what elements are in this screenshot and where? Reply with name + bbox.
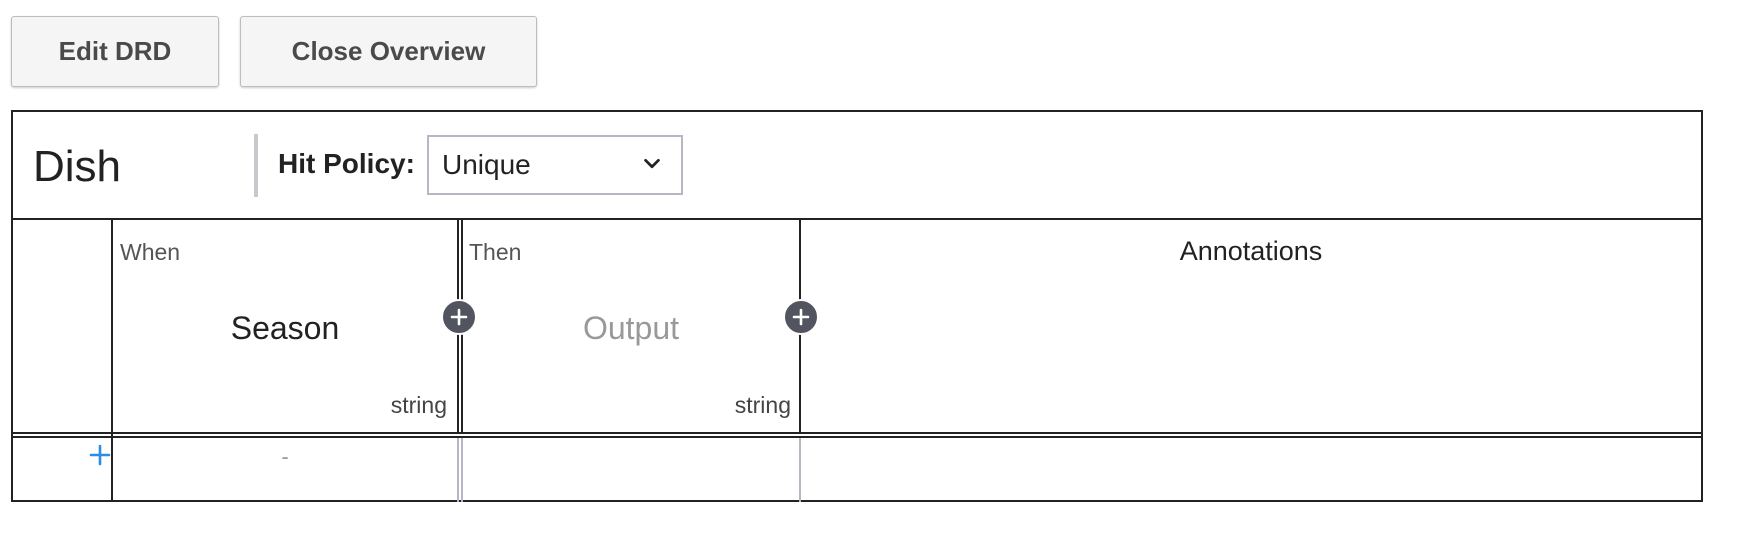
plus-circle-icon — [792, 308, 810, 326]
column-divider — [461, 438, 463, 502]
rule-output-cell[interactable] — [463, 444, 799, 484]
column-divider — [799, 438, 801, 502]
hit-policy-value: Unique — [442, 149, 531, 180]
rule-annotation-cell[interactable] — [801, 444, 1701, 484]
input-column-type[interactable]: string — [390, 392, 447, 418]
output-column-type[interactable]: string — [734, 392, 791, 418]
decision-table-header: Dish Hit Policy: Unique — [13, 112, 1701, 220]
annotations-column-title: Annotations — [1179, 236, 1323, 266]
chevron-down-icon — [644, 158, 660, 169]
add-output-column-button[interactable] — [783, 299, 819, 335]
decision-table: Dish Hit Policy: Unique When Season stri… — [11, 110, 1703, 502]
input-column-title[interactable]: Season — [230, 310, 340, 346]
decision-table-columns: When Season string Then Output string An… — [13, 220, 1701, 502]
output-column-title[interactable]: Output — [582, 310, 680, 346]
divider — [254, 134, 258, 197]
rule-input-cell[interactable]: - — [281, 444, 289, 469]
toolbar: Edit DRD Close Overview — [11, 16, 537, 87]
column-divider — [111, 220, 113, 502]
hit-policy-select[interactable]: Unique — [427, 135, 683, 195]
column-divider — [457, 438, 459, 502]
output-column-kind: Then — [469, 239, 522, 265]
plus-circle-icon — [450, 308, 468, 326]
edit-drd-button[interactable]: Edit DRD — [11, 16, 219, 87]
add-rule-plus-icon[interactable] — [87, 442, 113, 468]
decision-table-name[interactable]: Dish — [33, 142, 122, 191]
close-overview-button[interactable]: Close Overview — [240, 16, 537, 87]
header-separator — [13, 432, 1701, 438]
hit-policy-label: Hit Policy: — [278, 148, 415, 179]
input-column-kind: When — [120, 239, 181, 265]
add-input-column-button[interactable] — [441, 299, 477, 335]
